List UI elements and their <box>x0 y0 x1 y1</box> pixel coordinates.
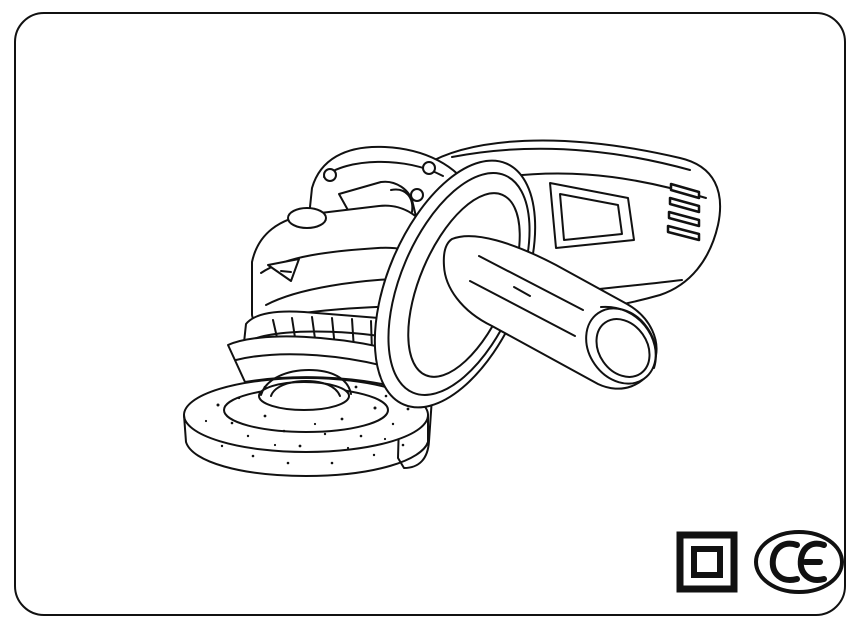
certification-marks <box>676 526 848 596</box>
double-insulation-symbol <box>676 531 738 593</box>
angle-grinder-illustration <box>170 130 730 490</box>
ce-mark <box>752 528 846 596</box>
